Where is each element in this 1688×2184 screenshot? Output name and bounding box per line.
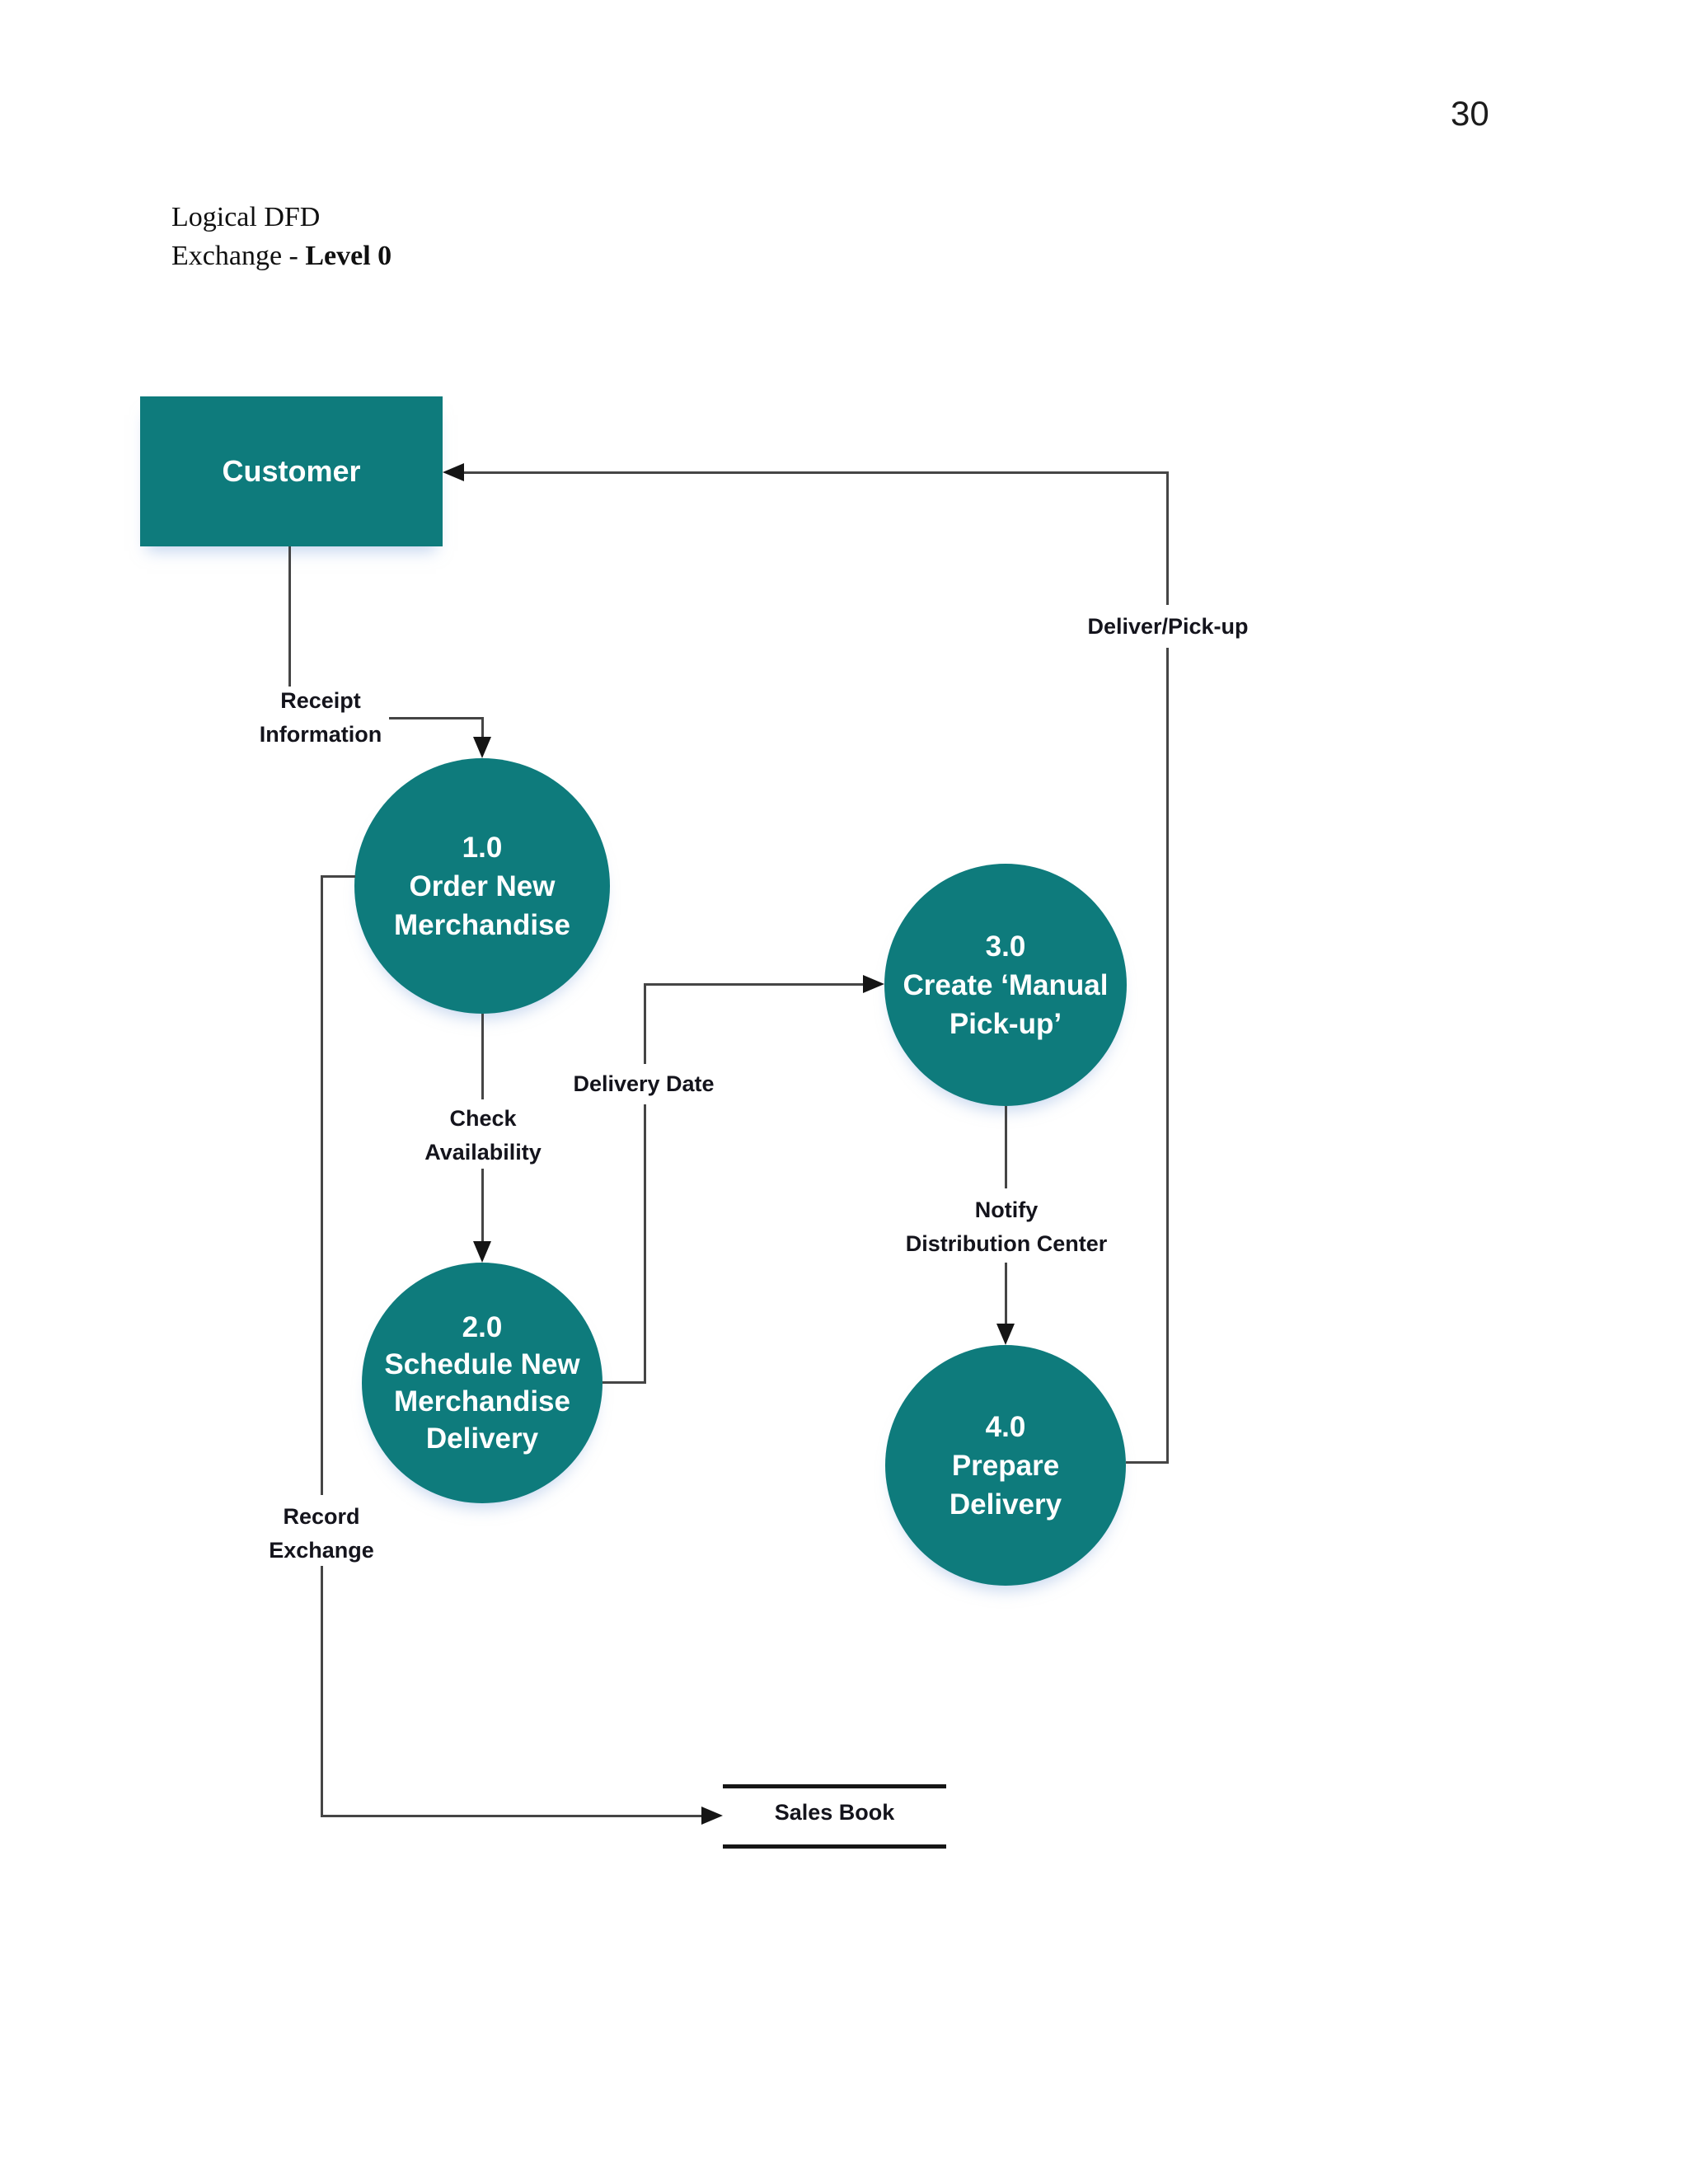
flow-label-record-exchange: Record Exchange <box>269 1500 374 1568</box>
flow-label-line: Receipt <box>280 688 361 713</box>
flow-notify-segment <box>1005 1106 1007 1188</box>
flow-delivery-date-segment <box>644 985 646 1064</box>
flow-deliver-pickup-segment <box>1166 648 1169 1464</box>
process-4-id: 4.0 <box>985 1410 1026 1443</box>
arrowhead-into-process-1 <box>473 737 491 758</box>
flow-label-line: Record <box>283 1504 360 1529</box>
arrowhead-into-process-3 <box>863 975 884 993</box>
flow-record-exchange-segment <box>321 875 355 878</box>
flow-deliver-pickup-segment <box>1126 1461 1169 1464</box>
title-line-1: Logical DFD <box>171 202 321 232</box>
title-line-2-emphasis: Level 0 <box>305 241 392 271</box>
process-circle-2: 2.0 Schedule New Merchandise Delivery <box>362 1263 603 1503</box>
flow-notify-segment <box>1005 1263 1007 1324</box>
process-1-name-line: Order New <box>409 869 556 902</box>
process-2-name-line: Delivery <box>425 1422 539 1455</box>
flow-check-availability-segment <box>481 1169 484 1243</box>
flow-record-exchange-segment <box>321 1566 323 1816</box>
process-4-name-line: Prepare <box>951 1449 1060 1482</box>
process-circle-4: 4.0 Prepare Delivery <box>885 1345 1126 1586</box>
flow-label-line: Information <box>259 722 382 747</box>
process-2-id: 2.0 <box>462 1311 503 1343</box>
data-store-bottom-bar <box>723 1844 946 1849</box>
flow-label-delivery-date: Delivery Date <box>573 1067 714 1101</box>
flow-label-line: Availability <box>424 1140 542 1165</box>
title-line-2: Exchange - Level 0 <box>171 237 392 275</box>
process-1-name-line: Merchandise <box>394 908 570 941</box>
flow-deliver-pickup-segment <box>1166 471 1169 605</box>
process-3-id: 3.0 <box>985 930 1026 963</box>
arrowhead-into-sales-book <box>701 1807 723 1825</box>
flow-label-check-availability: Check Availability <box>424 1102 542 1169</box>
process-circle-1: 1.0 Order New Merchandise <box>354 758 610 1014</box>
flow-label-line: Notify <box>974 1197 1039 1222</box>
flow-delivery-date-segment <box>644 1104 646 1384</box>
process-3-name-line: Pick-up’ <box>949 1007 1062 1040</box>
page-number: 30 <box>1451 94 1489 133</box>
arrowhead-into-process-2 <box>473 1241 491 1263</box>
flow-label-deliver-pickup: Deliver/Pick-up <box>1087 610 1248 644</box>
arrowhead-into-process-4 <box>996 1324 1015 1345</box>
external-entity-customer: Customer <box>140 396 443 546</box>
process-2-name-line: Schedule New <box>384 1348 580 1380</box>
flow-label-line: Check <box>449 1106 517 1131</box>
flow-label-line: Distribution Center <box>905 1231 1108 1256</box>
data-store-top-bar <box>723 1784 946 1788</box>
process-3-name-line: Create ‘Manual <box>903 968 1109 1001</box>
flow-label-notify-distribution-center: Notify Distribution Center <box>906 1193 1108 1261</box>
flow-record-exchange-segment <box>321 875 323 1495</box>
process-2-name-line: Merchandise <box>394 1385 570 1418</box>
flow-delivery-date-segment <box>644 983 865 986</box>
document-title: Logical DFD Exchange - Level 0 <box>171 198 392 275</box>
flow-delivery-date-segment <box>603 1381 646 1384</box>
flow-label-line: Deliver/Pick-up <box>1087 614 1249 639</box>
flow-receipt-information-segment <box>288 546 291 687</box>
entity-customer-label: Customer <box>222 454 361 488</box>
title-line-2-prefix: Exchange - <box>171 241 306 271</box>
flow-record-exchange-segment <box>321 1815 701 1817</box>
flow-check-availability-segment <box>481 1014 484 1099</box>
flow-deliver-pickup-segment <box>462 471 1169 474</box>
flow-receipt-information-segment <box>389 717 483 719</box>
arrowhead-into-customer <box>443 463 464 481</box>
flow-label-line: Exchange <box>269 1538 374 1563</box>
flow-label-receipt-information: Receipt Information <box>260 684 382 752</box>
flow-label-line: Delivery Date <box>573 1071 715 1096</box>
process-1-id: 1.0 <box>462 831 503 864</box>
flow-receipt-information-segment <box>481 717 484 738</box>
process-circle-3: 3.0 Create ‘Manual Pick-up’ <box>884 864 1127 1106</box>
process-4-name-line: Delivery <box>949 1488 1062 1521</box>
data-store-sales-book: Sales Book <box>774 1800 895 1825</box>
